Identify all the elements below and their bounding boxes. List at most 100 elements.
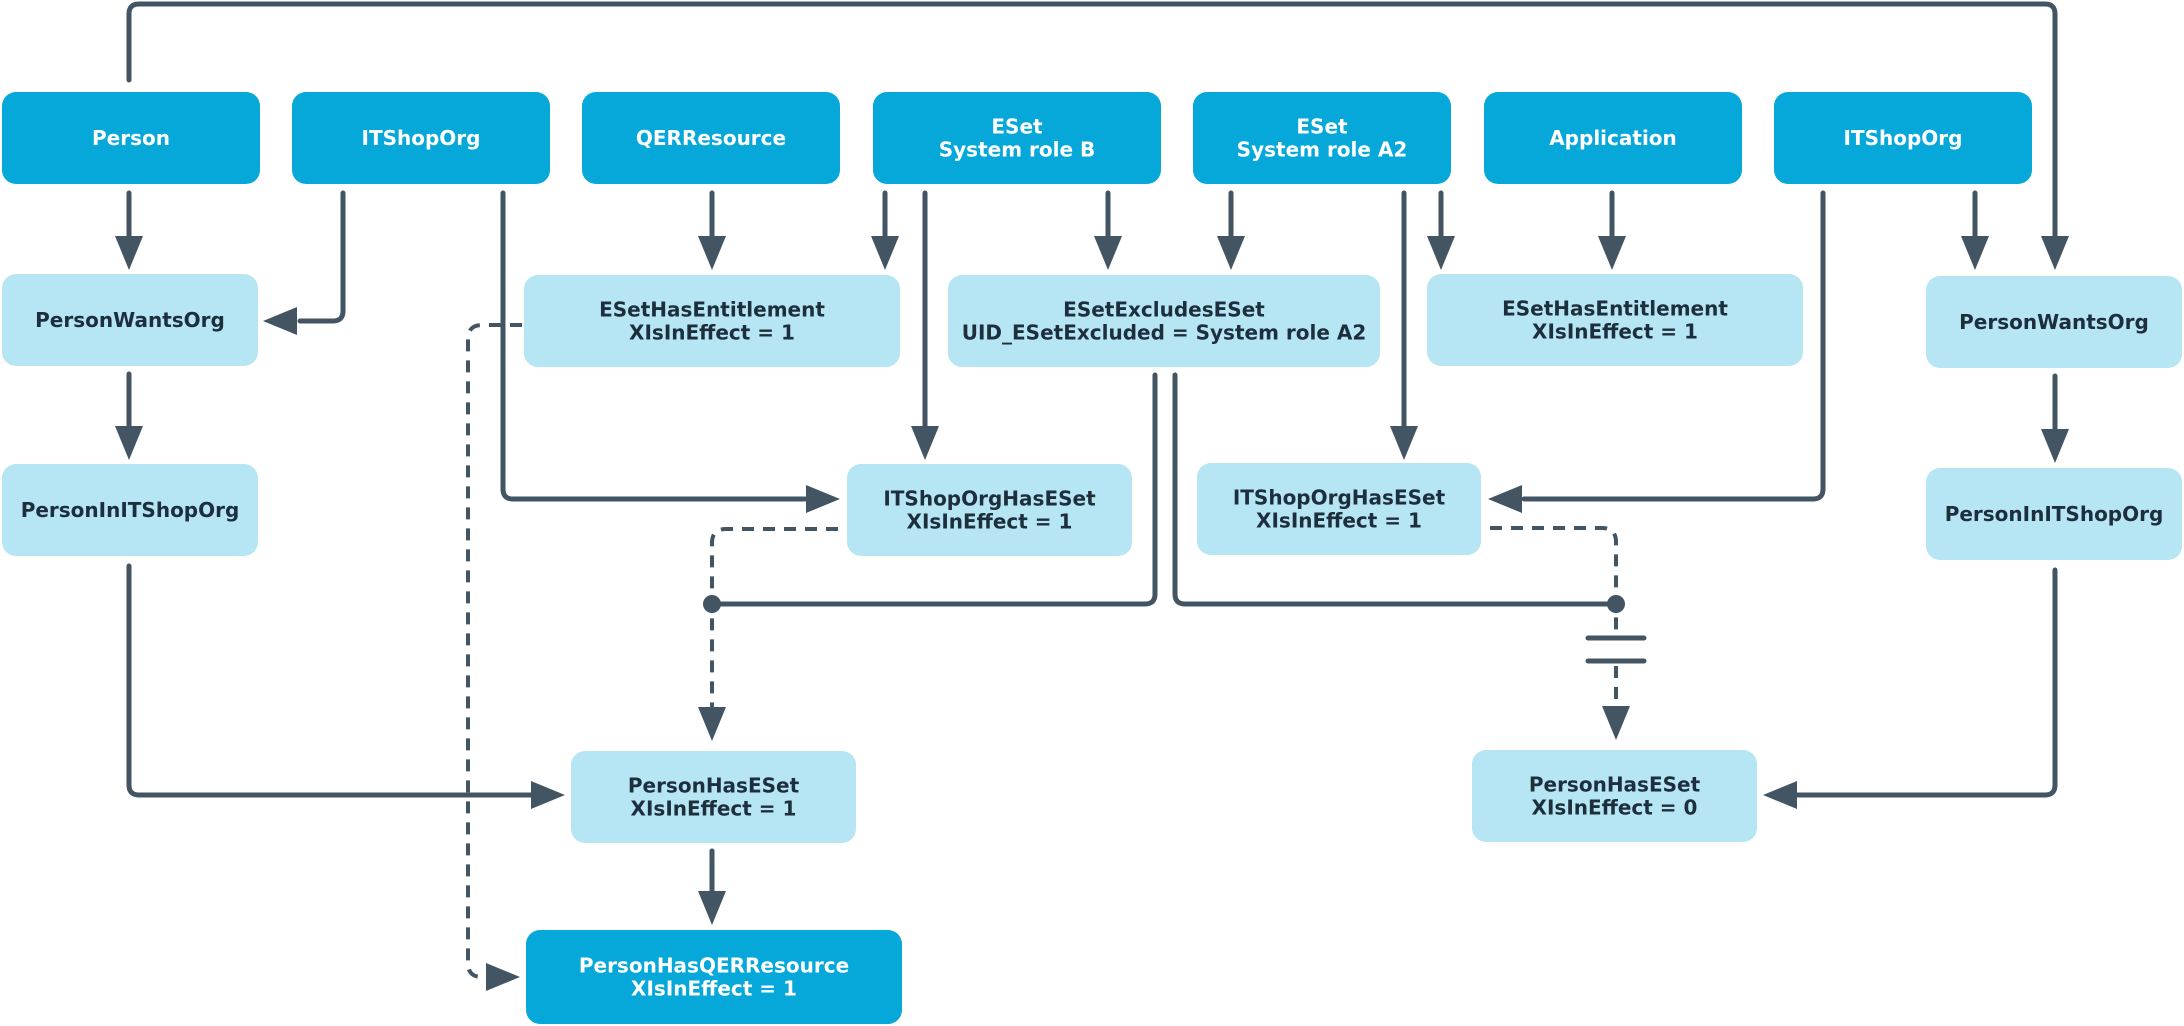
node-itshoporg-left: ITShopOrg bbox=[292, 92, 550, 184]
node-label: XIsInEffect = 1 bbox=[907, 510, 1073, 534]
node-box bbox=[948, 275, 1380, 367]
dashed-connector-line bbox=[1490, 526, 1618, 636]
node-label: PersonHasESet bbox=[628, 774, 800, 798]
node-itshoporg-right: ITShopOrg bbox=[1774, 92, 2032, 184]
node-label: System role A2 bbox=[1237, 138, 1408, 162]
node-label: Person bbox=[92, 126, 170, 150]
dashed-connector-line bbox=[466, 323, 522, 979]
arrowhead bbox=[1763, 781, 1797, 809]
node-box bbox=[1197, 463, 1481, 555]
node-application: Application bbox=[1484, 92, 1742, 184]
node-box bbox=[524, 275, 900, 367]
arrowhead bbox=[1427, 236, 1455, 270]
node-label: UID_ESetExcluded = System role A2 bbox=[962, 321, 1367, 345]
node-box bbox=[292, 92, 550, 184]
node-personinitshoporg-left: PersonInITShopOrg bbox=[2, 464, 258, 556]
node-personwantsorg-right: PersonWantsOrg bbox=[1926, 276, 2182, 368]
arrowhead bbox=[2041, 429, 2069, 463]
connector-line bbox=[1795, 567, 2058, 798]
connector-line bbox=[126, 563, 538, 798]
arrowhead bbox=[1961, 236, 1989, 270]
connector-line bbox=[1172, 372, 1619, 607]
node-box bbox=[1193, 92, 1451, 184]
node-label: ITShopOrgHasESet bbox=[1233, 486, 1446, 510]
arrowhead bbox=[871, 236, 899, 270]
edges bbox=[115, 1, 2069, 991]
node-label: XIsInEffect = 1 bbox=[1532, 320, 1698, 344]
connector-line bbox=[1521, 190, 1826, 502]
node-box bbox=[1774, 92, 2032, 184]
arrowhead bbox=[1217, 236, 1245, 270]
arrowhead bbox=[806, 485, 840, 513]
node-qerresource: QERResource bbox=[582, 92, 840, 184]
node-label: ESet bbox=[1296, 115, 1348, 139]
junction-dot bbox=[703, 595, 721, 613]
arrowhead bbox=[911, 426, 939, 460]
node-label: PersonHasESet bbox=[1529, 773, 1701, 797]
node-label: XIsInEffect = 1 bbox=[1256, 509, 1422, 533]
node-label: XIsInEffect = 1 bbox=[631, 797, 797, 821]
node-box bbox=[1484, 92, 1742, 184]
node-box bbox=[571, 751, 856, 843]
node-label: ITShopOrg bbox=[1844, 126, 1963, 150]
node-box bbox=[873, 92, 1161, 184]
connector-line bbox=[126, 1, 2058, 243]
node-label: PersonInITShopOrg bbox=[1945, 502, 2164, 526]
node-box bbox=[1472, 750, 1757, 842]
connector-line bbox=[297, 190, 346, 324]
arrowhead bbox=[698, 891, 726, 925]
arrowhead bbox=[115, 426, 143, 460]
arrowhead bbox=[1488, 485, 1522, 513]
connector-line bbox=[709, 372, 1158, 607]
node-label: XIsInEffect = 0 bbox=[1532, 796, 1698, 820]
node-label: XIsInEffect = 1 bbox=[631, 977, 797, 1001]
arrowhead bbox=[1598, 236, 1626, 270]
node-label: PersonHasQERResource bbox=[579, 954, 849, 978]
node-label: ESet bbox=[991, 115, 1043, 139]
node-box bbox=[1926, 468, 2182, 560]
connector-line bbox=[500, 190, 808, 502]
node-box bbox=[1427, 274, 1803, 366]
node-label: System role B bbox=[939, 138, 1096, 162]
arrowhead bbox=[531, 781, 565, 809]
node-label: PersonWantsOrg bbox=[35, 308, 225, 332]
arrowhead bbox=[1602, 706, 1630, 740]
junction-dot bbox=[1607, 595, 1625, 613]
node-label: ITShopOrg bbox=[362, 126, 481, 150]
arrowhead bbox=[2041, 236, 2069, 270]
node-box bbox=[2, 92, 260, 184]
node-box bbox=[582, 92, 840, 184]
arrowhead bbox=[1390, 426, 1418, 460]
node-box bbox=[847, 464, 1132, 556]
node-label: QERResource bbox=[636, 126, 786, 150]
node-personinitshoporg-right: PersonInITShopOrg bbox=[1926, 468, 2182, 560]
node-box bbox=[1926, 276, 2182, 368]
node-label: ESetExcludesESet bbox=[1063, 298, 1265, 322]
arrowhead bbox=[698, 236, 726, 270]
arrowhead bbox=[698, 707, 726, 741]
node-label: PersonWantsOrg bbox=[1959, 310, 2149, 334]
arrowhead bbox=[115, 236, 143, 270]
arrowhead bbox=[1094, 236, 1122, 270]
node-label: XIsInEffect = 1 bbox=[629, 321, 795, 345]
node-box bbox=[526, 930, 902, 1024]
node-box bbox=[2, 274, 258, 366]
node-personwantsorg-left: PersonWantsOrg bbox=[2, 274, 258, 366]
node-label: Application bbox=[1549, 126, 1677, 150]
node-label: ESetHasEntitlement bbox=[599, 298, 825, 322]
dashed-connector-line bbox=[710, 527, 838, 712]
node-person-top: Person bbox=[2, 92, 260, 184]
arrowhead bbox=[486, 963, 520, 991]
